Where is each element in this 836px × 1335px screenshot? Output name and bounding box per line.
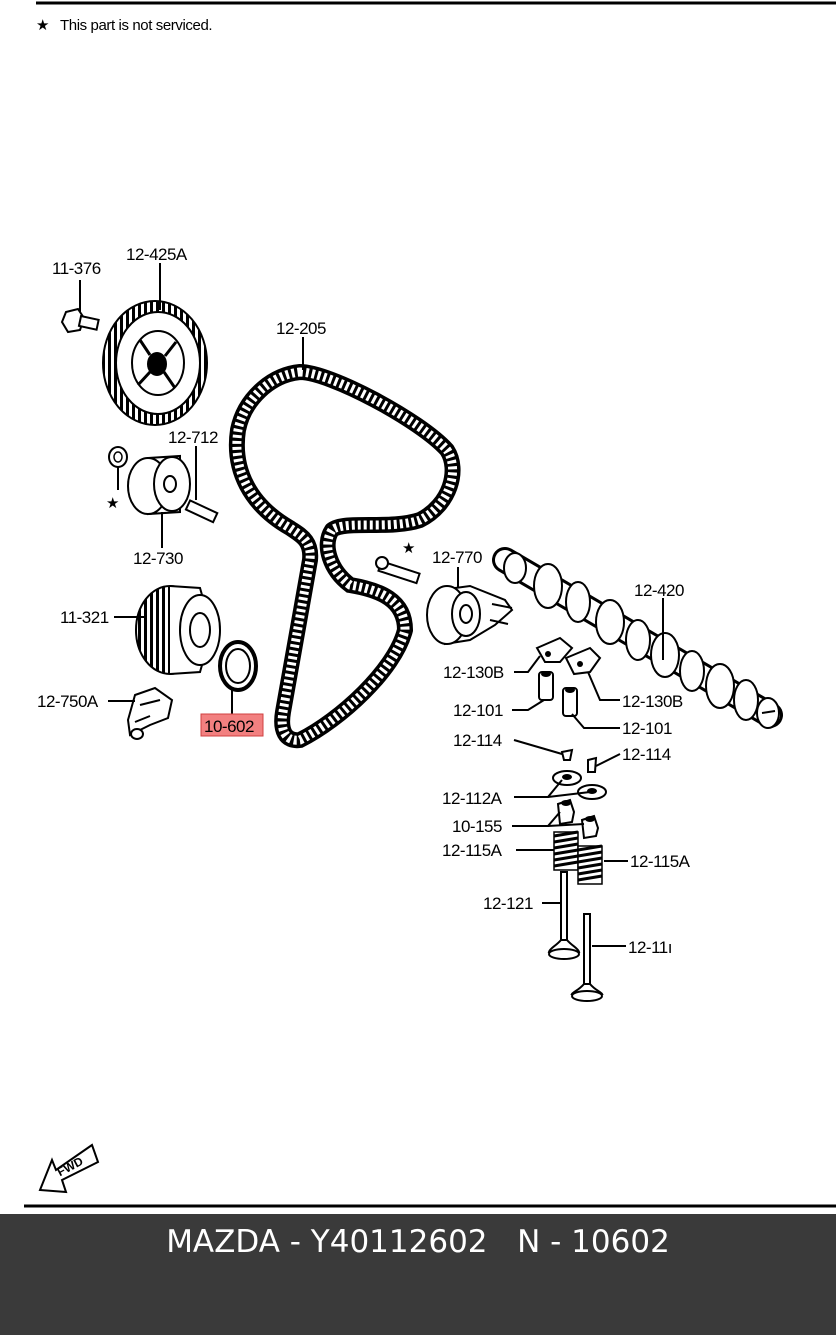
label-12-420: 12-420 [634, 581, 684, 600]
label-11-376: 11-376 [52, 259, 101, 278]
part-number-caption: MAZDA - Y40112602 N - 10602 [166, 1224, 670, 1260]
crankshaft-pulley [135, 585, 221, 675]
valve-intake [547, 871, 581, 960]
label-11-321: 11-321 [60, 608, 109, 627]
rocker-arm-right [564, 646, 602, 676]
tensioner-pulley [426, 584, 514, 646]
pulley-bolt [60, 307, 100, 334]
valve-key-left [560, 748, 574, 761]
rocker-arm-left [535, 636, 574, 663]
label-12-114-right: 12-114 [622, 745, 671, 764]
label-12-114-left: 12-114 [453, 731, 502, 750]
lash-adjuster-left [538, 671, 554, 701]
oil-seal [218, 640, 258, 692]
label-12-121: 12-121 [483, 894, 533, 913]
label-12-112a: 12-112A [442, 789, 503, 808]
spring-seat-right [577, 784, 607, 800]
footer-bar: MAZDA - Y40112602 N - 10602 [0, 1214, 836, 1335]
label-12-130b-left: 12-130B [443, 663, 504, 682]
timing-belt [228, 363, 461, 749]
part-labels: 11-376 12-425A 12-205 12-712 12-730 12-7… [37, 245, 691, 957]
star-symbol-idler: ★ [106, 495, 119, 512]
lash-adjuster-right [562, 687, 578, 717]
not-serviced-note: ★ This part is not serviced. [36, 17, 213, 34]
label-12-101-right: 12-101 [622, 719, 672, 738]
label-12-750a: 12-750A [37, 692, 99, 711]
valve-spring-left [553, 830, 579, 871]
label-12-205: 12-205 [276, 319, 326, 338]
fwd-arrow-icon: FWD [38, 1143, 100, 1194]
label-12-130b-right: 12-130B [622, 692, 683, 711]
label-12-425a: 12-425A [126, 245, 188, 264]
label-12-730: 12-730 [133, 549, 183, 568]
label-12-770: 12-770 [432, 548, 482, 567]
valve-key-right [587, 756, 598, 773]
idler-pulley [108, 446, 219, 524]
belt-guide [126, 686, 174, 740]
valve-exhaust [570, 913, 604, 1002]
star-symbol: ★ [36, 17, 49, 34]
note-text: This part is not serviced. [60, 17, 212, 34]
label-12-115a-right: 12-115A [630, 852, 691, 871]
camshaft [492, 547, 783, 729]
valve-seal-left [556, 798, 576, 826]
valve-seal-right [580, 814, 600, 840]
star-symbol-tensioner: ★ [402, 540, 415, 557]
timing-belt-diagram: ★ This part is not serviced. ★ [24, 1, 836, 1208]
label-12-111: 12-11ı [628, 938, 672, 957]
camshaft-pulley [102, 300, 208, 426]
spring-seat-left [552, 770, 582, 786]
highlight-box-10-602 [200, 713, 264, 737]
label-12-101-left: 12-101 [453, 701, 503, 720]
label-12-115a-left: 12-115A [442, 841, 503, 860]
leader-lines [79, 263, 664, 947]
label-10-155: 10-155 [452, 817, 502, 836]
valve-spring-right [577, 844, 603, 885]
label-10-602: 10-602 [204, 717, 254, 736]
tensioner-bolt [375, 556, 421, 585]
label-12-712: 12-712 [168, 428, 218, 447]
